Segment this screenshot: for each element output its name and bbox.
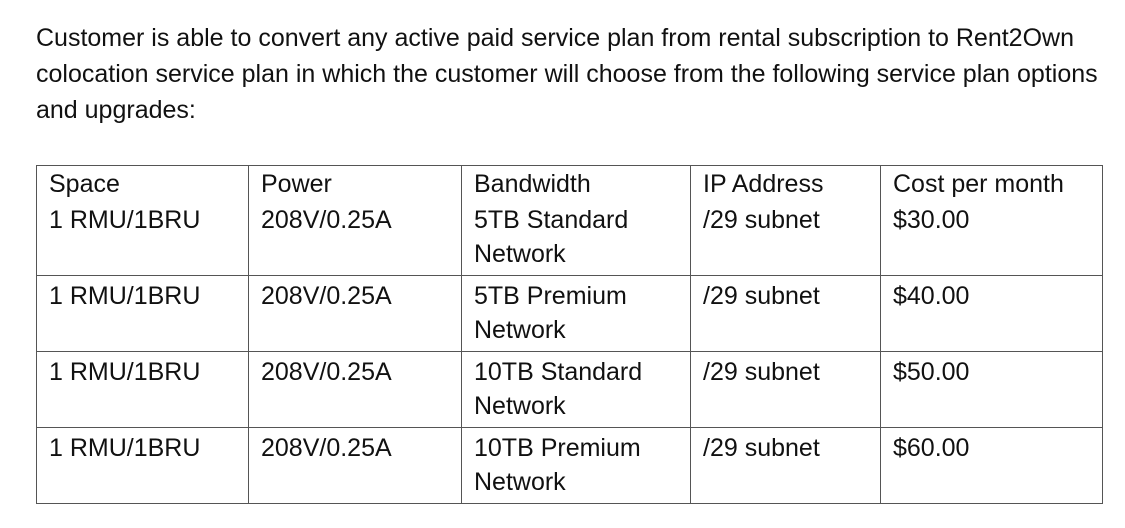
header-ip-address: IP Address [690,165,881,200]
cell-ip-address: /29 subnet [690,427,881,504]
cell-cost: $50.00 [880,351,1103,428]
cell-bandwidth: 5TB Standard Network [461,200,691,276]
cell-cost: $60.00 [880,427,1103,504]
cell-power: 208V/0.25A [248,351,462,428]
cell-space: 1 RMU/1BRU [36,351,249,428]
table-row: 1 RMU/1BRU 208V/0.25A 10TB Standard Netw… [36,351,1103,428]
cell-ip-address: /29 subnet [690,351,881,428]
table-row: 1 RMU/1BRU 208V/0.25A 5TB Premium Networ… [36,275,1103,352]
intro-paragraph: Customer is able to convert any active p… [36,24,1098,124]
cell-ip-address: /29 subnet [690,200,881,276]
cell-bandwidth: 10TB Premium Network [461,427,691,504]
cell-bandwidth: 5TB Premium Network [461,275,691,352]
cell-space: 1 RMU/1BRU [36,427,249,504]
cell-space: 1 RMU/1BRU [36,200,249,276]
table-header-row: Space Power Bandwidth IP Address Cost pe… [36,165,1103,200]
cell-ip-address: /29 subnet [690,275,881,352]
cell-power: 208V/0.25A [248,200,462,276]
cell-power: 208V/0.25A [248,275,462,352]
table-row: 1 RMU/1BRU 208V/0.25A 5TB Standard Netwo… [36,200,1103,276]
cell-power: 208V/0.25A [248,427,462,504]
cell-bandwidth: 10TB Standard Network [461,351,691,428]
table-row: 1 RMU/1BRU 208V/0.25A 10TB Premium Netwo… [36,427,1103,504]
service-plan-table: Space Power Bandwidth IP Address Cost pe… [36,165,1103,504]
header-power: Power [248,165,462,200]
cell-cost: $40.00 [880,275,1103,352]
cell-space: 1 RMU/1BRU [36,275,249,352]
header-bandwidth: Bandwidth [461,165,691,200]
header-space: Space [36,165,249,200]
header-cost-per-month: Cost per month [880,165,1103,200]
cell-cost: $30.00 [880,200,1103,276]
